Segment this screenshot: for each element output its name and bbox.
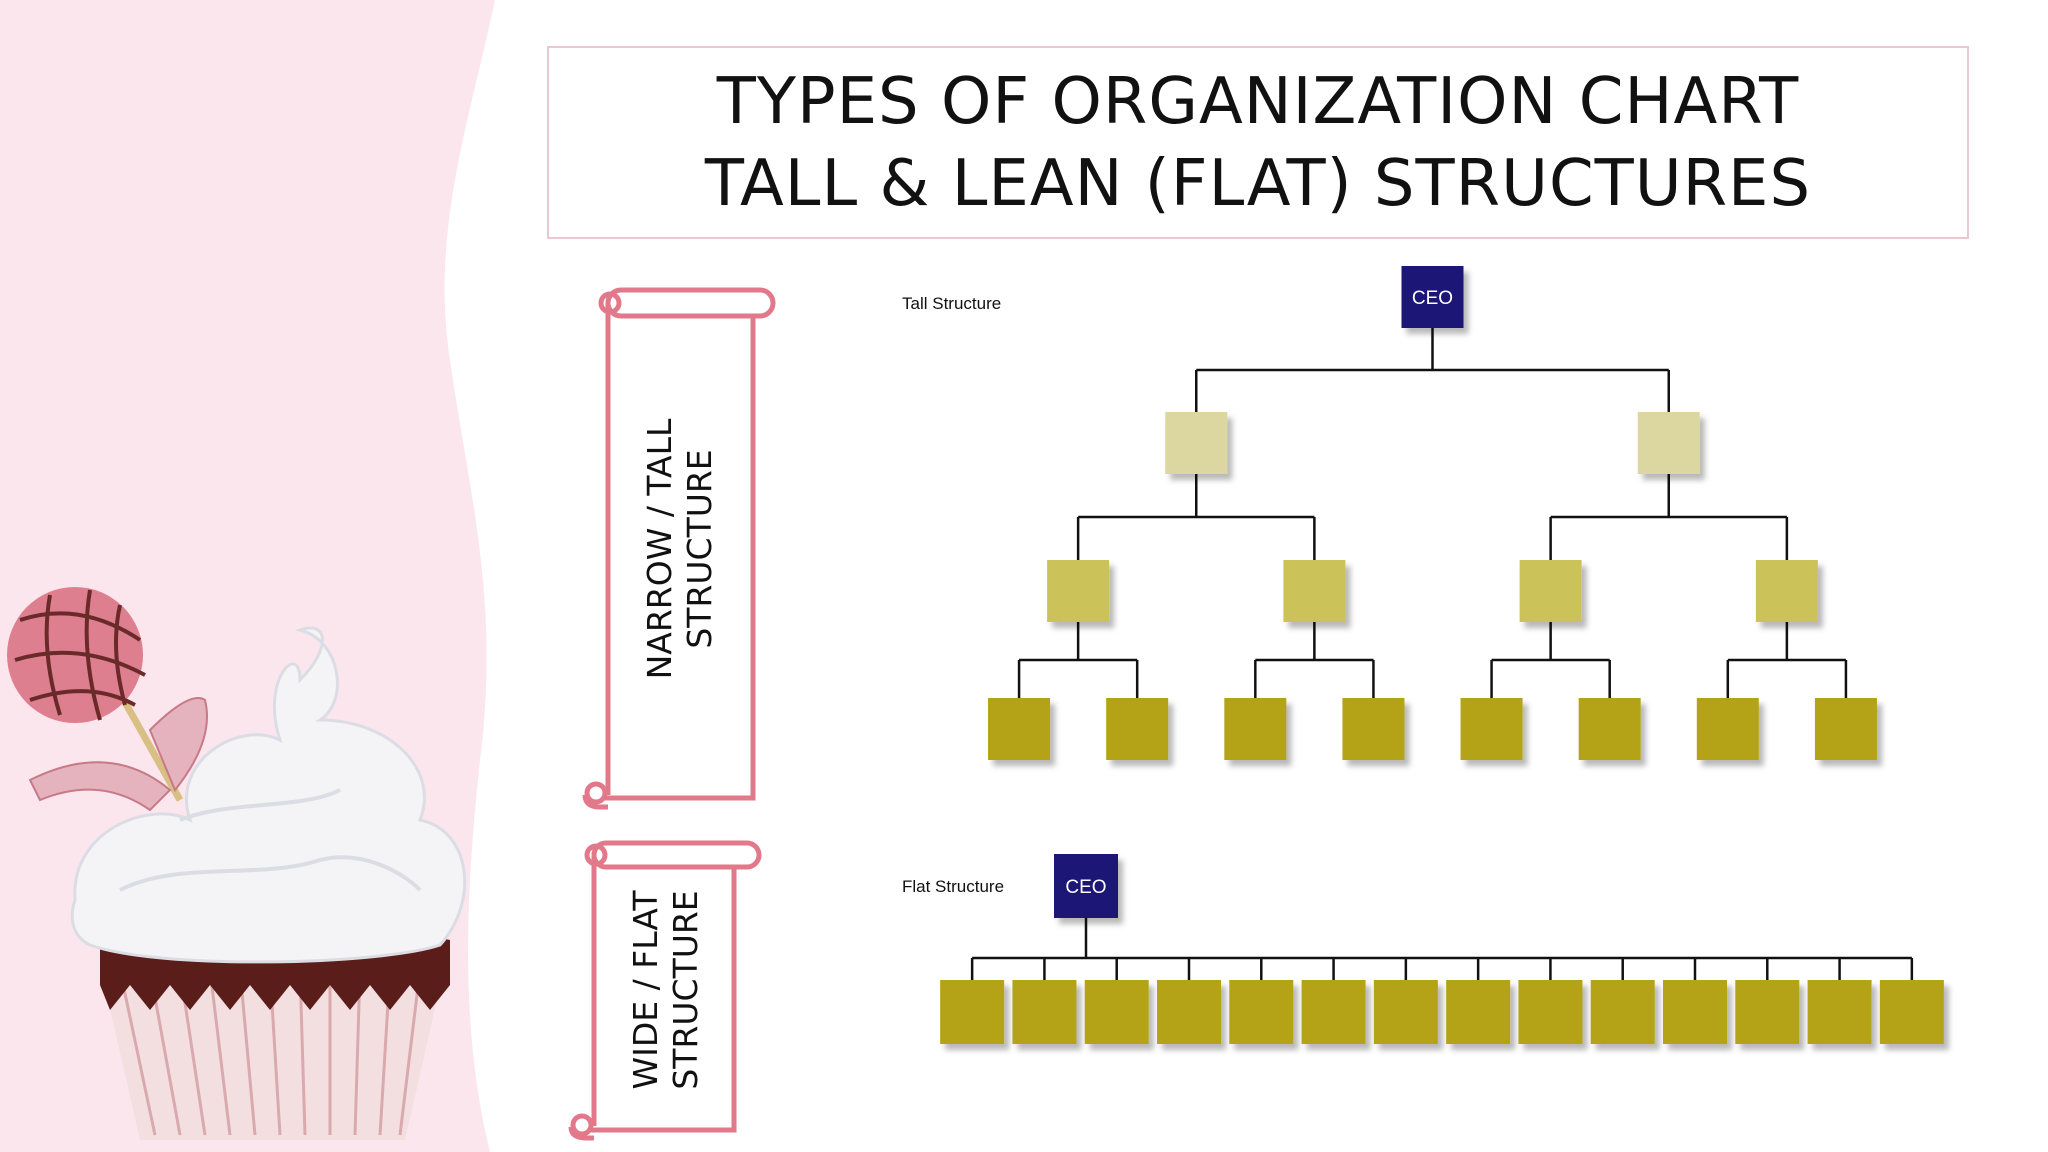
title-line-1: TYPES OF ORGANIZATION CHART: [716, 64, 1800, 139]
org-node-subordinate: [1735, 980, 1800, 1044]
scroll-banner-flat: WIDE / FLAT STRUCTURE: [566, 838, 766, 1142]
cupcake-decoration: [0, 0, 495, 1152]
flat-structure-label: Flat Structure: [902, 877, 1004, 896]
org-node-level-3: [1224, 698, 1287, 760]
title-line-2: TALL & LEAN (FLAT) STRUCTURES: [704, 146, 1812, 221]
org-node-level-3: [988, 698, 1051, 760]
org-node-subordinate: [1157, 980, 1221, 1044]
org-node-level-1: [1165, 412, 1228, 474]
org-node-subordinate: [1446, 980, 1511, 1044]
flat-structure-chart: CEO: [940, 854, 1944, 1044]
org-node-subordinate: [1012, 980, 1077, 1044]
org-node-subordinate: [1301, 980, 1366, 1044]
scroll-frame-icon: [582, 287, 776, 810]
org-node-level-2: [1519, 560, 1582, 622]
scroll-banner-tall: NARROW / TALL STRUCTURE: [580, 285, 780, 813]
org-node-subordinate: [1590, 980, 1655, 1044]
org-node-level-3: [1578, 698, 1641, 760]
ceo-node: [1054, 854, 1118, 918]
org-node-level-2: [1755, 560, 1818, 622]
scroll-frame-icon: [568, 840, 762, 1141]
org-node-level-2: [1283, 560, 1346, 622]
org-node-subordinate: [1807, 980, 1872, 1044]
org-node-subordinate: [1518, 980, 1583, 1044]
org-node-subordinate: [1084, 980, 1149, 1044]
tall-structure-chart: CEO: [988, 266, 1877, 760]
org-node-level-3: [1814, 698, 1877, 760]
org-node-level-2: [1047, 560, 1110, 622]
ceo-label: CEO: [1412, 288, 1453, 309]
title-box: TYPES OF ORGANIZATION CHART TALL & LEAN …: [547, 46, 1969, 239]
cupcake-icon: [7, 587, 467, 1140]
org-node-subordinate: [1229, 980, 1294, 1044]
org-node-subordinate: [1373, 980, 1438, 1044]
org-node-level-3: [1106, 698, 1169, 760]
org-node-subordinate: [1663, 980, 1727, 1044]
org-node-subordinate: [1879, 980, 1944, 1044]
ceo-label: CEO: [1065, 877, 1106, 898]
tall-structure-label: Tall Structure: [902, 294, 1001, 313]
ceo-node: [1401, 266, 1464, 328]
org-node-level-3: [1696, 698, 1759, 760]
org-node-subordinate: [940, 980, 1005, 1044]
org-node-level-3: [1342, 698, 1405, 760]
org-node-level-3: [1460, 698, 1523, 760]
org-node-level-1: [1637, 412, 1700, 474]
